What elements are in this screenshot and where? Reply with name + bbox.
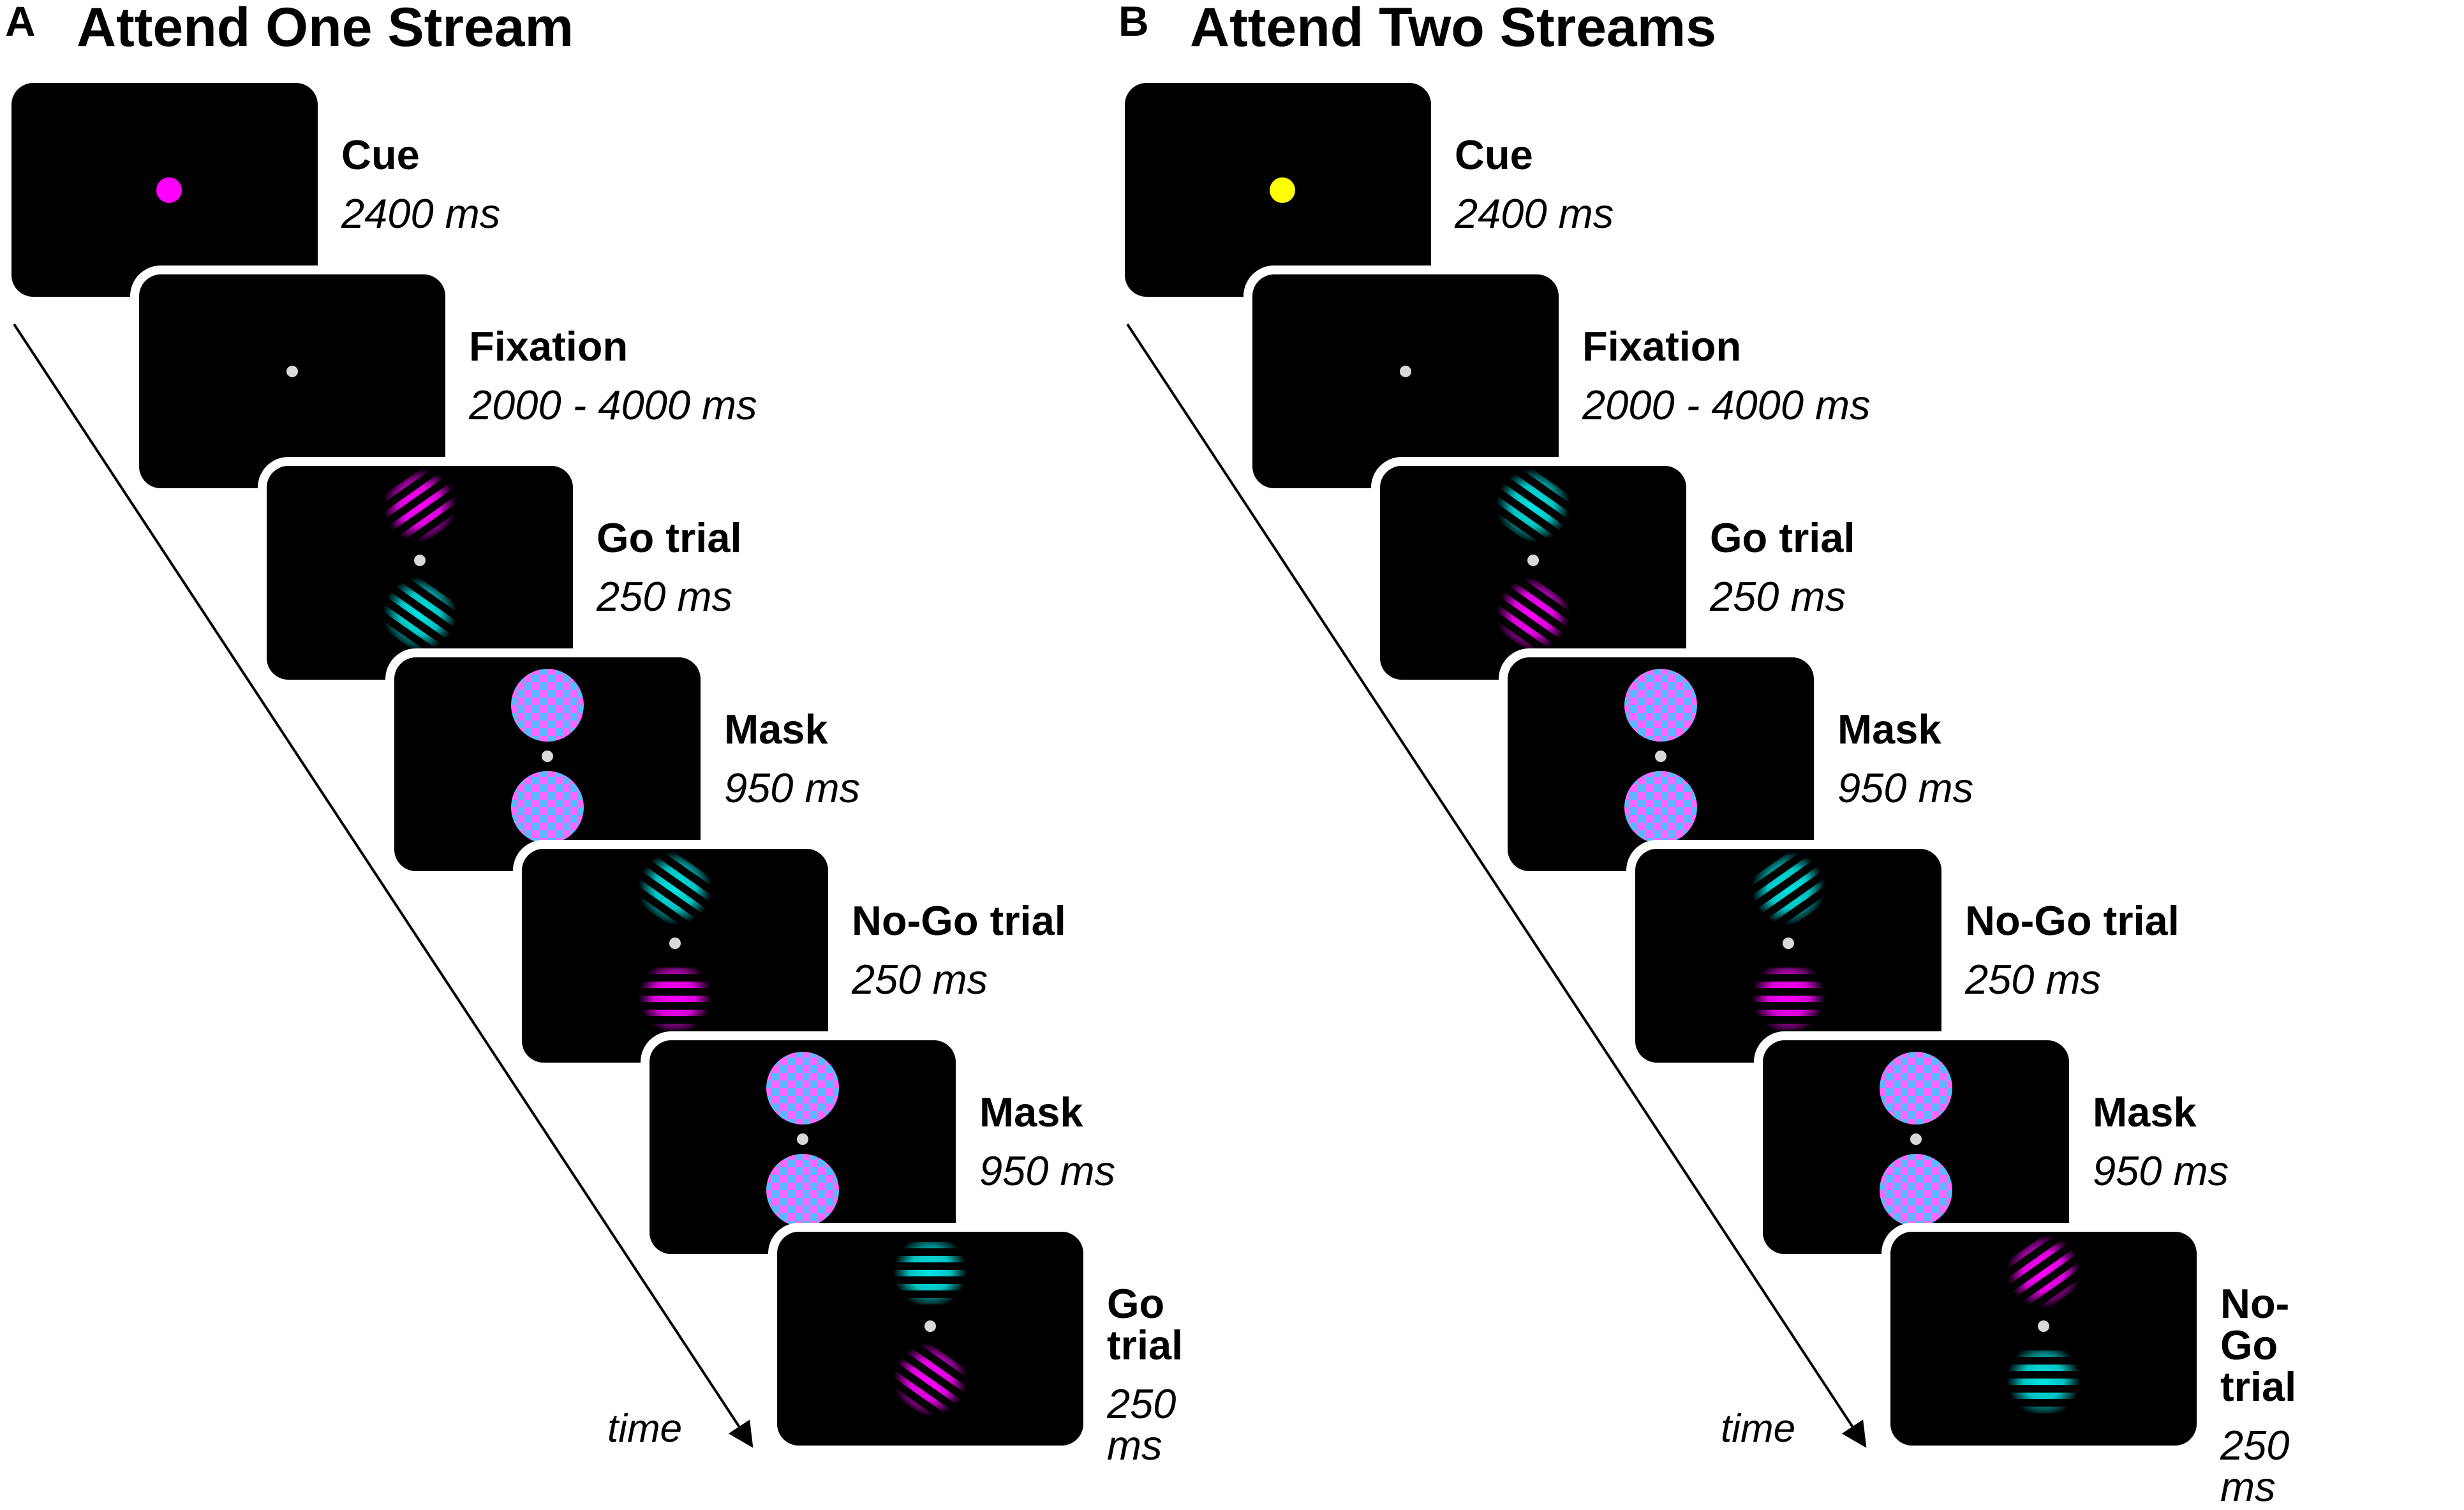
panel-title: Attend One Stream xyxy=(77,0,574,58)
stimulus-frame xyxy=(11,83,318,297)
fixation-dot xyxy=(1400,366,1411,377)
frame-duration: 250 ms xyxy=(2220,1422,2290,1510)
fixation-dot xyxy=(542,751,553,762)
frame-label: Cue 2400 ms xyxy=(341,134,500,234)
mask-top xyxy=(511,669,584,742)
frame-duration: 950 ms xyxy=(979,1147,1116,1194)
frame-name: Go trial xyxy=(597,514,742,561)
frame-duration: 250 ms xyxy=(852,956,988,1003)
stimulus-frame xyxy=(777,1232,1083,1446)
grating-top xyxy=(354,466,488,573)
stimulus-frame xyxy=(267,466,573,680)
mask-bottom xyxy=(1624,771,1697,844)
grating-top xyxy=(1465,466,1599,573)
stimulus-frame xyxy=(1763,1040,2069,1254)
stimulus-frame xyxy=(649,1040,956,1254)
frame-duration: 2000 - 4000 ms xyxy=(1582,382,1871,428)
fixation-dot xyxy=(1527,555,1539,566)
stimulus-frame xyxy=(522,849,828,1063)
stimulus-frame xyxy=(1252,274,1559,488)
frame-label: Fixation 2000 - 4000 ms xyxy=(469,325,757,426)
frame-name: No-Go trial xyxy=(1965,897,2179,944)
frame-name: Fixation xyxy=(469,323,628,370)
fixation-dot xyxy=(1910,1133,1922,1145)
frame-duration: 950 ms xyxy=(724,765,861,811)
mask-top xyxy=(1624,669,1697,742)
frame-label: No-Go trial 250 ms xyxy=(1965,900,2179,1000)
panel-title: Attend Two Streams xyxy=(1190,0,1717,58)
fixation-dot xyxy=(1783,938,1794,949)
fixation-dot xyxy=(286,366,298,377)
frame-label: Mask 950 ms xyxy=(1837,708,1973,809)
frame-duration: 250 ms xyxy=(1965,956,2102,1003)
frame-name: Mask xyxy=(2093,1089,2197,1135)
fixation-dot xyxy=(669,938,681,949)
fixation-dot xyxy=(2038,1320,2049,1332)
frame-label: Go trial 250 ms xyxy=(597,517,742,617)
fixation-dot xyxy=(924,1320,936,1332)
fixation-dot xyxy=(797,1133,808,1145)
frame-label: No-Go trial 250 ms xyxy=(852,900,1066,1000)
grating-top xyxy=(880,1232,980,1319)
grating-bottom xyxy=(625,953,725,1044)
stimulus-frame xyxy=(139,274,445,488)
frame-label: Go trial 250 ms xyxy=(1710,517,1855,617)
fixation-dot xyxy=(1655,751,1666,762)
frame-label: Mask 950 ms xyxy=(2093,1091,2229,1192)
frame-label: Mask 950 ms xyxy=(724,708,860,809)
mask-bottom xyxy=(766,1154,839,1227)
frame-name: Cue xyxy=(341,131,420,178)
frame-duration: 250 ms xyxy=(1710,573,1846,620)
frame-duration: 950 ms xyxy=(2093,1147,2229,1194)
frame-label: No-Go trial 250 ms xyxy=(2220,1283,2345,1507)
frame-duration: 2000 - 4000 ms xyxy=(469,382,757,428)
cue-dot xyxy=(1270,177,1295,203)
stimulus-frame xyxy=(1125,83,1431,297)
stimulus-frame xyxy=(1380,466,1686,680)
grating-bottom xyxy=(1739,953,1838,1044)
frame-label: Mask 950 ms xyxy=(979,1091,1115,1192)
frame-duration: 2400 ms xyxy=(341,190,501,237)
time-label: time xyxy=(607,1407,683,1451)
frame-duration: 2400 ms xyxy=(1455,190,1614,237)
frame-name: Mask xyxy=(724,706,828,752)
frame-duration: 250 ms xyxy=(597,573,733,620)
frame-name: Mask xyxy=(1837,706,1941,752)
stimulus-frame xyxy=(1508,657,1814,871)
mask-bottom xyxy=(1880,1154,1952,1227)
grating-bottom xyxy=(862,1315,996,1446)
frame-name: Mask xyxy=(979,1089,1083,1135)
mask-top xyxy=(1880,1052,1952,1125)
grating-bottom xyxy=(1994,1336,2093,1427)
panel-a: A Attend One Stream Cue 2400 ms Fixation 20… xyxy=(0,0,1231,1466)
frame-label: Cue 2400 ms xyxy=(1455,134,1614,234)
time-label: time xyxy=(1721,1407,1796,1451)
frame-name: Fixation xyxy=(1582,323,1742,370)
fixation-dot xyxy=(414,555,426,566)
frame-name: No-Go trial xyxy=(852,897,1066,944)
cue-dot xyxy=(156,177,182,203)
frame-name: Go trial xyxy=(1710,514,1855,561)
frame-name: Cue xyxy=(1455,131,1533,178)
grating-top xyxy=(1978,1232,2112,1339)
frame-label: Fixation 2000 - 4000 ms xyxy=(1582,325,1871,426)
frame-name: No-Go trial xyxy=(2220,1280,2297,1410)
stimulus-frame xyxy=(1635,849,1941,1063)
stimulus-frame xyxy=(1890,1232,2197,1446)
frame-duration: 950 ms xyxy=(1837,765,1974,811)
stimulus-frame xyxy=(394,657,701,871)
mask-bottom xyxy=(511,771,584,844)
panel-letter: B xyxy=(1118,0,1149,45)
mask-top xyxy=(766,1052,839,1125)
panel-b: B Attend Two Streams Cue 2400 ms Fixation 2… xyxy=(1113,0,2345,1507)
panel-letter: A xyxy=(5,0,36,45)
